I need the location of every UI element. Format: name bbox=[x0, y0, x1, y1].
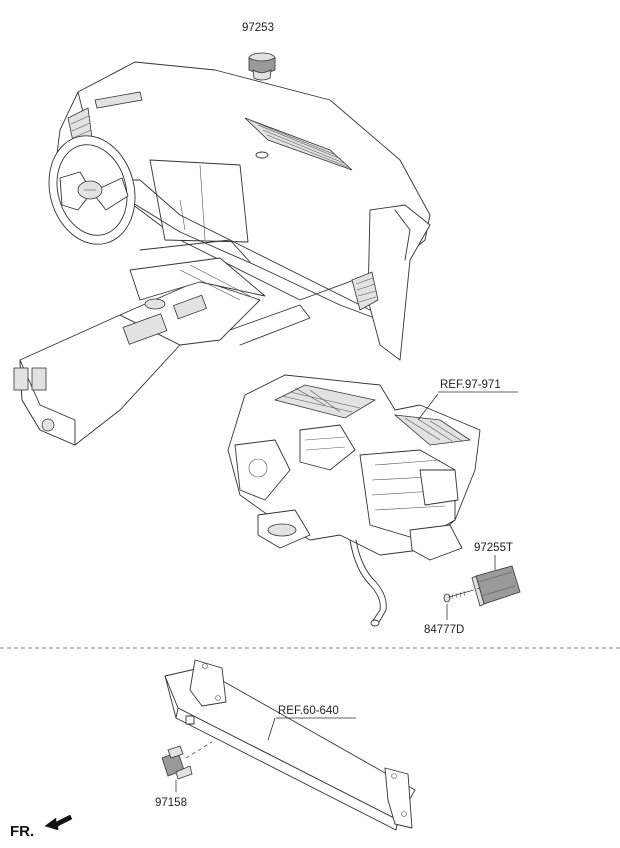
part-97253-sensor-cap[interactable] bbox=[248, 52, 276, 81]
label-ref-60-640: REF.60-640 bbox=[278, 705, 339, 717]
part-97255T-module[interactable] bbox=[471, 565, 521, 607]
leader-ref60640 bbox=[267, 717, 276, 741]
center-console bbox=[13, 239, 311, 446]
label-ref-97-971: REF.97-971 bbox=[440, 379, 501, 391]
leader-clip-to-beam bbox=[185, 741, 213, 759]
front-arrow-icon bbox=[44, 814, 73, 831]
front-direction-label: FR. bbox=[10, 823, 34, 840]
label-97158: 97158 bbox=[155, 797, 187, 809]
instrument-panel bbox=[54, 61, 431, 361]
part-84777D-screw[interactable] bbox=[443, 590, 471, 603]
hvac-unit bbox=[227, 374, 481, 627]
part-97158-clip[interactable] bbox=[161, 745, 193, 780]
label-97253: 97253 bbox=[242, 22, 274, 34]
label-97255T: 97255T bbox=[474, 542, 513, 554]
cowl-crossmember bbox=[164, 659, 416, 831]
label-84777D: 84777D bbox=[424, 624, 464, 636]
leader-ref97971 bbox=[417, 393, 439, 421]
steering-wheel bbox=[48, 135, 136, 245]
leader-screw-module bbox=[469, 587, 481, 592]
